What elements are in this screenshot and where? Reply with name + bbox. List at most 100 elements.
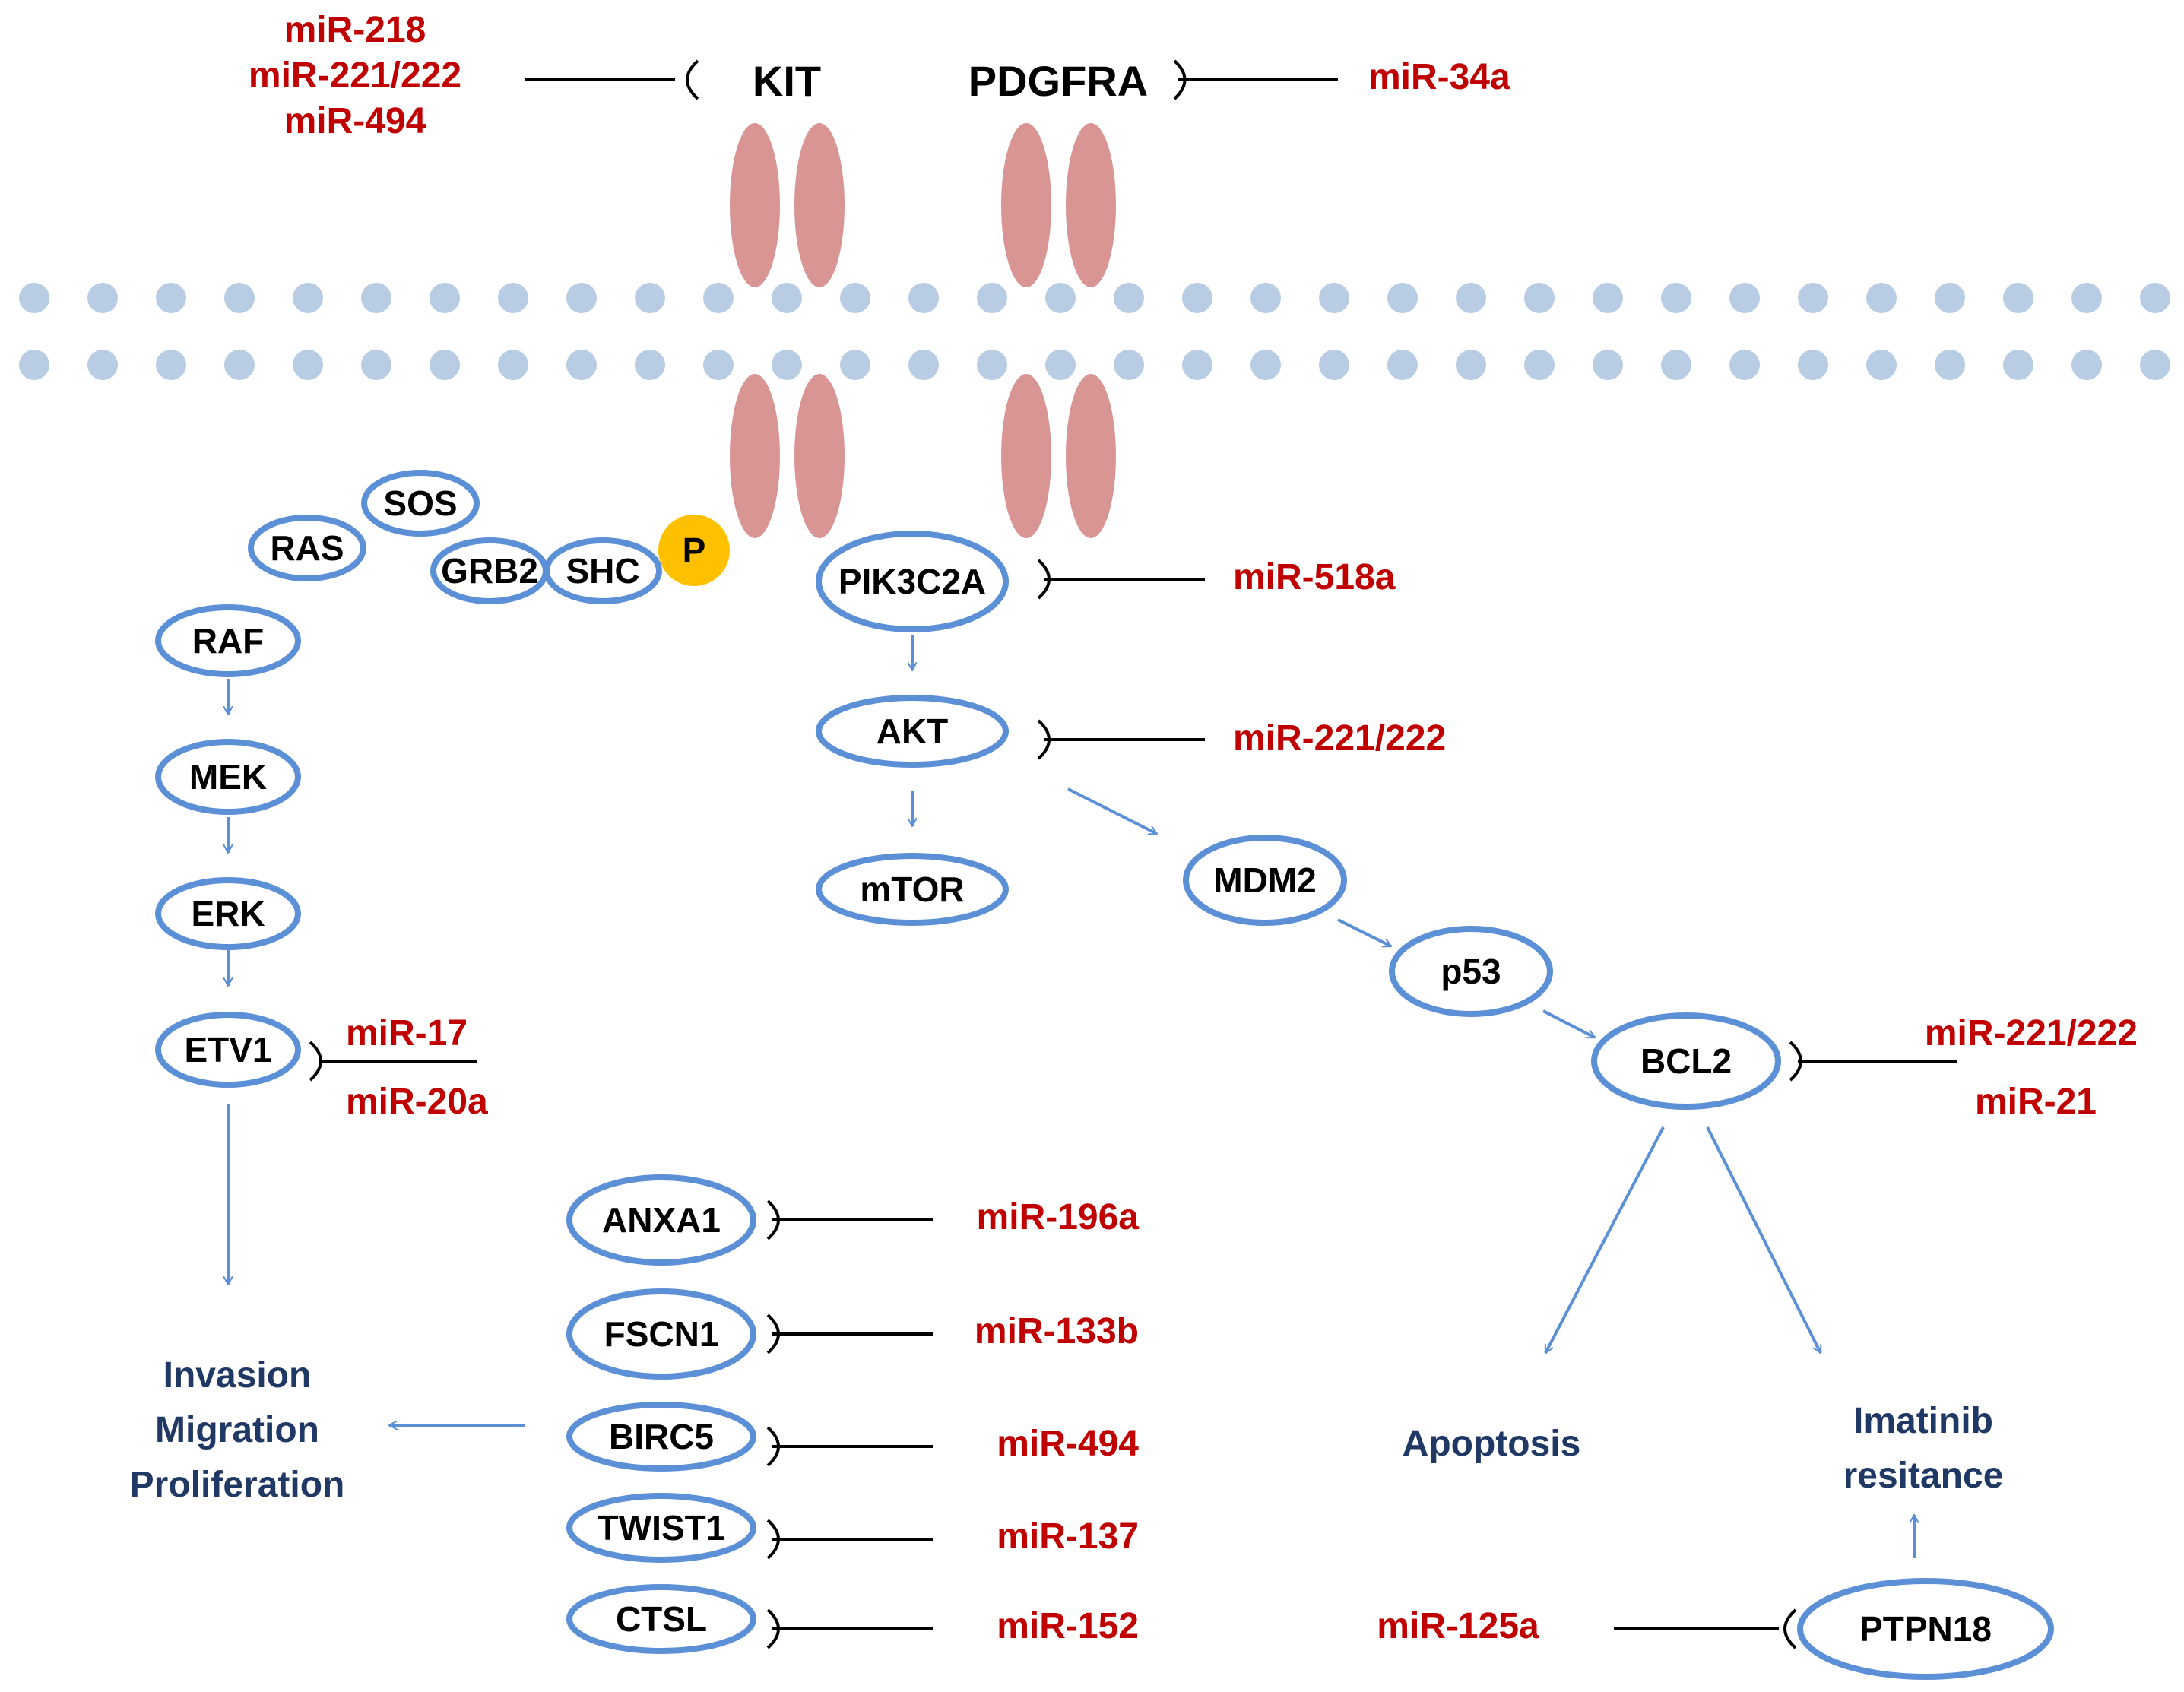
mirna-label-bcl2-1: miR-221/222 bbox=[1925, 1013, 2138, 1054]
membrane-dot bbox=[1319, 350, 1349, 380]
node-label: RAS bbox=[270, 528, 344, 568]
node-ptpn18: PTPN18 bbox=[1797, 1578, 2054, 1680]
node-label: MEK bbox=[189, 757, 267, 797]
membrane-dot bbox=[908, 350, 939, 380]
membrane-dot bbox=[1250, 350, 1281, 380]
mirna-label-kit-3: miR-494 bbox=[284, 101, 426, 141]
membrane-dot bbox=[1798, 283, 1828, 313]
node-grb2: GRB2 bbox=[430, 537, 549, 604]
membrane-dot bbox=[2003, 283, 2033, 313]
membrane-dot bbox=[1114, 350, 1144, 380]
cell-membrane bbox=[19, 283, 2170, 380]
membrane-dot bbox=[430, 283, 460, 313]
membrane-dot bbox=[977, 350, 1007, 380]
membrane-dot bbox=[1593, 283, 1623, 313]
mirna-label-fscn1: miR-133b bbox=[975, 1311, 1139, 1351]
activation-arrows bbox=[228, 635, 1914, 1558]
membrane-dot bbox=[977, 283, 1007, 313]
membrane-dot bbox=[1661, 350, 1691, 380]
membrane-dot bbox=[224, 350, 255, 380]
membrane-dot bbox=[1045, 283, 1076, 313]
node-mtor: mTOR bbox=[816, 853, 1009, 926]
membrane-dot bbox=[2140, 350, 2170, 380]
phosphate: P bbox=[658, 515, 730, 586]
kit-label: KIT bbox=[753, 57, 821, 105]
phosphate-label: P bbox=[683, 531, 706, 570]
outcome-apoptosis: Apoptosis bbox=[1403, 1424, 1581, 1464]
membrane-dot bbox=[1456, 283, 1486, 313]
membrane-dot bbox=[1114, 283, 1144, 313]
node-pik3c2a: PIK3C2A bbox=[816, 531, 1009, 632]
membrane-dot bbox=[361, 350, 391, 380]
inhibition-lines bbox=[309, 59, 1957, 1649]
node-ras: RAS bbox=[248, 515, 366, 581]
node-anxa1: ANXA1 bbox=[566, 1174, 756, 1266]
node-fscn1: FSCN1 bbox=[566, 1288, 756, 1380]
mirna-label-ctsl: miR-152 bbox=[997, 1606, 1139, 1646]
mirna-label-twist1: miR-137 bbox=[997, 1516, 1139, 1557]
outcome-migration: Migration bbox=[155, 1410, 319, 1450]
membrane-dot bbox=[1387, 350, 1418, 380]
membrane-dot bbox=[498, 350, 528, 380]
node-twist1: TWIST1 bbox=[566, 1493, 756, 1563]
membrane-dot bbox=[2140, 283, 2170, 313]
membrane-dot bbox=[224, 283, 255, 313]
membrane-dot bbox=[1798, 350, 1828, 380]
membrane-dot bbox=[498, 283, 528, 313]
node-label: ETV1 bbox=[184, 1030, 271, 1069]
membrane-dot bbox=[1729, 283, 1760, 313]
mirna-label-bcl2-2: miR-21 bbox=[1975, 1082, 2097, 1122]
membrane-dot bbox=[566, 283, 597, 313]
node-label: ANXA1 bbox=[602, 1200, 721, 1240]
node-label: BCL2 bbox=[1640, 1041, 1732, 1081]
membrane-dot bbox=[1250, 283, 1281, 313]
membrane-dot bbox=[635, 350, 665, 380]
node-shc: SHC bbox=[544, 537, 662, 604]
membrane-dot bbox=[1593, 350, 1623, 380]
membrane-dot bbox=[2071, 283, 2102, 313]
membrane-dot bbox=[703, 350, 734, 380]
mirna-label-pik3c2a: miR-518a bbox=[1233, 557, 1396, 597]
node-label: SHC bbox=[566, 551, 639, 591]
mirna-label-akt: miR-221/222 bbox=[1233, 718, 1446, 759]
membrane-dot bbox=[1729, 350, 1760, 380]
outcome-imatinib: Imatinib bbox=[1853, 1401, 1993, 1441]
membrane-dot bbox=[293, 283, 323, 313]
membrane-dot bbox=[293, 350, 323, 380]
outcome-labels: Invasion Migration Proliferation Apoptos… bbox=[130, 1355, 2004, 1505]
node-erk: ERK bbox=[155, 877, 301, 950]
node-label: BIRC5 bbox=[609, 1417, 714, 1456]
membrane-dot bbox=[87, 283, 118, 313]
membrane-dot bbox=[1319, 283, 1349, 313]
node-p53: p53 bbox=[1389, 926, 1553, 1017]
node-label: MDM2 bbox=[1213, 860, 1316, 900]
membrane-dot bbox=[908, 283, 939, 313]
node-label: CTSL bbox=[616, 1599, 707, 1639]
membrane-dot bbox=[156, 283, 186, 313]
node-mek: MEK bbox=[155, 739, 301, 815]
node-label: PIK3C2A bbox=[838, 562, 986, 601]
membrane-dot bbox=[1866, 283, 1897, 313]
membrane-dot bbox=[1182, 283, 1212, 313]
node-akt: AKT bbox=[816, 695, 1009, 768]
node-label: TWIST1 bbox=[598, 1508, 726, 1548]
membrane-dot bbox=[1524, 283, 1555, 313]
mirna-label-etv1-2: miR-20a bbox=[346, 1082, 488, 1122]
node-ctsl: CTSL bbox=[566, 1584, 756, 1654]
membrane-dot bbox=[840, 350, 870, 380]
node-label: AKT bbox=[876, 711, 949, 751]
node-mdm2: MDM2 bbox=[1183, 835, 1347, 926]
node-sos: SOS bbox=[361, 470, 480, 537]
mirna-label-kit-2: miR-221/222 bbox=[249, 55, 461, 96]
membrane-dot bbox=[156, 350, 186, 380]
node-label: RAF bbox=[192, 621, 265, 661]
mirna-label-birc5: miR-494 bbox=[997, 1424, 1139, 1464]
membrane-dot bbox=[1935, 350, 1965, 380]
node-label: mTOR bbox=[860, 870, 964, 909]
membrane-dot bbox=[19, 283, 49, 313]
node-label: SOS bbox=[383, 483, 457, 523]
node-label: FSCN1 bbox=[604, 1314, 719, 1354]
node-raf: RAF bbox=[155, 604, 301, 677]
mirna-label-kit-1: miR-218 bbox=[284, 10, 426, 50]
